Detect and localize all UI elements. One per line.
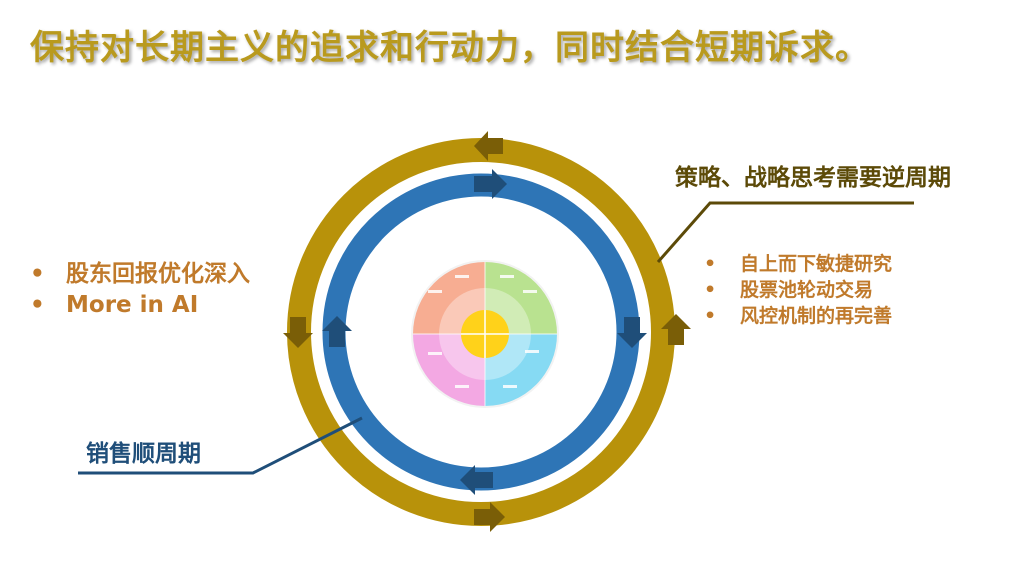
outer-arrow-top xyxy=(474,131,503,161)
outer-arrow-bottom xyxy=(474,502,505,532)
left-bullet-item: 股东回报优化深入 xyxy=(28,259,250,290)
inner-arrow-bottom xyxy=(460,465,493,495)
left-bullet-list: 股东回报优化深入 More in AI xyxy=(28,259,250,321)
inner-cycle-label: 销售顺周期 xyxy=(86,441,201,467)
outer-arrow-right xyxy=(661,314,691,345)
inner-arrow-top xyxy=(474,169,507,199)
outer-cycle-label: 策略、战略思考需要逆周期 xyxy=(675,165,951,191)
right-bullet-list: 自上而下敏捷研究 股票池轮动交易 风控机制的再完善 xyxy=(702,251,892,329)
right-bullet-item: 风控机制的再完善 xyxy=(702,303,892,329)
inner-cycle-callout-line xyxy=(78,416,363,475)
hub-wheel xyxy=(411,260,559,408)
left-bullet-item: More in AI xyxy=(28,290,250,321)
inner-arrow-left xyxy=(322,316,352,347)
outer-cycle-callout-line xyxy=(656,201,914,263)
right-bullet-item: 自上而下敏捷研究 xyxy=(702,251,892,277)
right-bullet-item: 股票池轮动交易 xyxy=(702,277,892,303)
outer-arrow-left xyxy=(283,317,313,348)
page-title: 保持对长期主义的追求和行动力，同时结合短期诉求。 xyxy=(30,28,870,68)
inner-arrow-right xyxy=(617,317,647,348)
